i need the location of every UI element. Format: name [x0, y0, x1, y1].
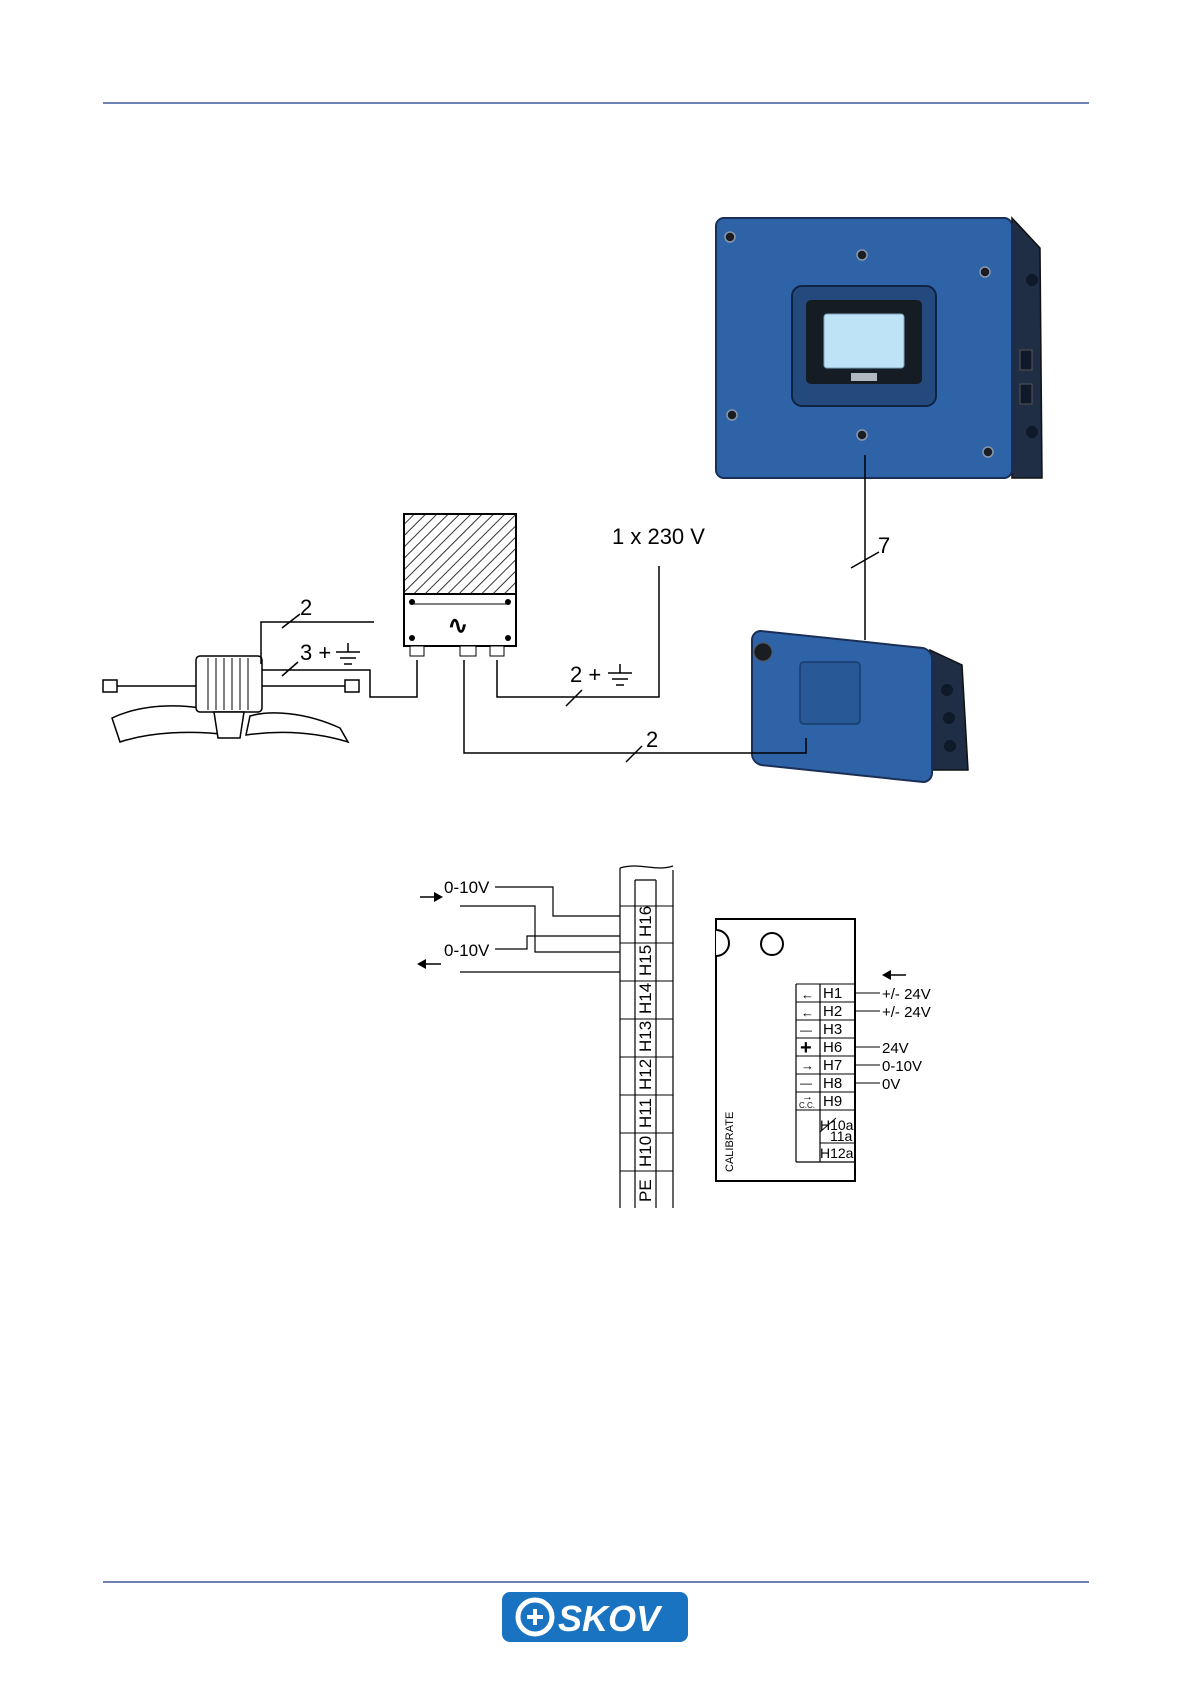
display-bezel [792, 286, 936, 406]
row-h1-signal: +/- 24V [882, 986, 931, 1003]
row-h3-term: H3 [823, 1021, 842, 1038]
row-h3-symbol: — [800, 1023, 812, 1037]
climate-controller [716, 218, 1042, 478]
row-h7-symbol: → [801, 1058, 814, 1073]
row-h8-term: H8 [823, 1075, 842, 1092]
earth-symbol-supply [608, 664, 632, 685]
cable-controller-count: 7 [878, 533, 890, 558]
row-h7-term: H7 [823, 1057, 842, 1074]
drive-terminal-h11: H11 [636, 1098, 655, 1128]
row-h6-symbol: + [800, 1037, 812, 1059]
term-11a: 11a [830, 1128, 853, 1144]
card-arrow [882, 970, 906, 980]
cable-motor-count: 2 [300, 595, 312, 620]
row-h1-term: H1 [823, 985, 842, 1002]
controller-screen [824, 314, 904, 368]
cable-module-count: 2 [646, 727, 658, 752]
row-h7-signal: 0-10V [882, 1058, 922, 1075]
drive-terminal-h13: H13 [636, 1021, 655, 1052]
logo-text: SKOV [558, 1598, 663, 1639]
term-h12a: H12a [820, 1145, 854, 1161]
drive-terminal-h15: H15 [636, 945, 655, 976]
row-h2-term: H2 [823, 1003, 842, 1020]
row-h1-symbol: ← [801, 987, 814, 1002]
drive-terminal-pe: PE [636, 1179, 655, 1202]
skov-logo: SKOV [502, 1592, 688, 1642]
drive-terminal-strip: H16 H15 H14 H13 H12 H11 H10 PE [620, 866, 673, 1208]
supply-voltage-label: 1 x 230 V [612, 524, 705, 549]
signal-out-label: 0-10V [444, 941, 490, 960]
row-h8-signal: 0V [882, 1076, 900, 1093]
row-h9-cc: C.C. [799, 1101, 815, 1110]
calibrate-label: CALIBRATE [724, 1112, 736, 1172]
row-h6-term: H6 [823, 1039, 842, 1056]
drive-terminal-h16: H16 [636, 906, 655, 937]
earth-symbol-motor [336, 643, 360, 664]
signal-in-label: 0-10V [444, 878, 490, 897]
cable-supply-count: 2 + [570, 662, 601, 687]
row-h2-signal: +/- 24V [882, 1004, 931, 1021]
drive-terminal-h10: H10 [636, 1136, 655, 1167]
frequency-drive: ∿ [404, 514, 516, 656]
row-h9-term: H9 [823, 1093, 842, 1110]
drive-terminal-h12: H12 [636, 1059, 655, 1090]
row-h6-signal: 24V [882, 1040, 909, 1057]
row-h2-symbol: ← [801, 1005, 814, 1020]
input-arrow [420, 892, 443, 902]
io-module [752, 630, 968, 783]
drive-symbol: ∿ [447, 610, 469, 640]
drive-terminal-h14: H14 [636, 983, 655, 1014]
cable-motor-earth: 3 + [300, 640, 331, 665]
row-h8-symbol: — [800, 1076, 812, 1090]
output-arrow [417, 959, 441, 969]
fan-motor [103, 656, 359, 742]
